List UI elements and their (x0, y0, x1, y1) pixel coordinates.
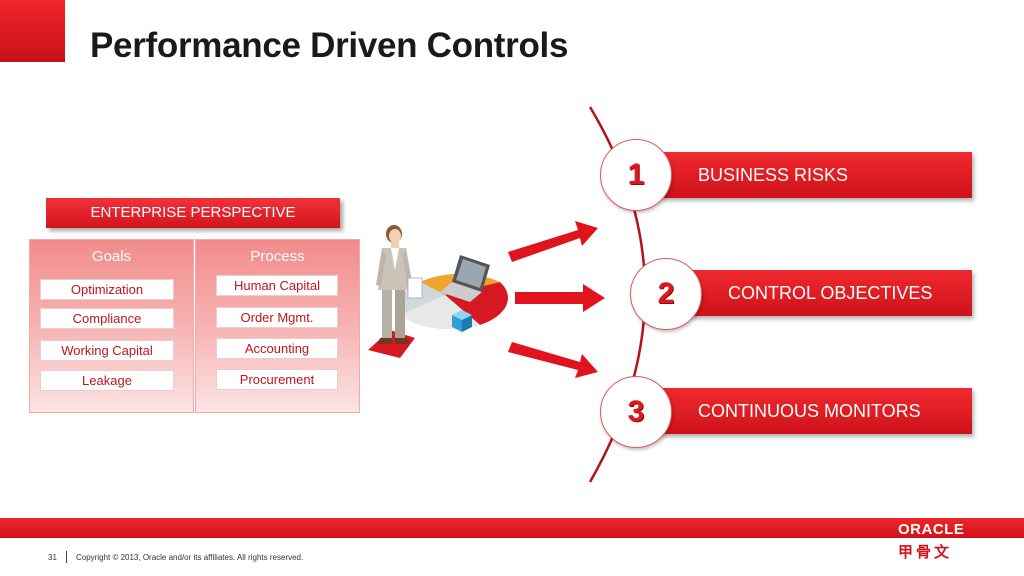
arrow-to-step-3-icon (508, 342, 598, 378)
cube-icon (452, 310, 472, 332)
step-label-continuous-monitors: CONTINUOUS MONITORS (698, 401, 921, 421)
businesswoman-icon (376, 225, 423, 344)
process-item-procurement: Procurement (216, 369, 338, 390)
process-title: Process (250, 248, 305, 265)
step-number-2-badge: 2 (630, 258, 702, 330)
process-item-order-mgmt: Order Mgmt. (216, 307, 338, 328)
oracle-logo: ORACLE (898, 521, 965, 538)
oracle-cjk-logo: 甲骨文 (898, 544, 953, 561)
step-bar-continuous-monitors: CONTINUOUS MONITORS (660, 388, 972, 434)
businesswoman-illustration (368, 225, 508, 358)
step-label-control-objectives: CONTROL OBJECTIVES (728, 283, 933, 303)
goal-item-compliance: Compliance (40, 308, 174, 329)
step-number-1-badge: 1 (600, 139, 672, 211)
footer-separator (66, 551, 67, 563)
process-item-accounting: Accounting (216, 338, 338, 359)
step-bar-business-risks: BUSINESS RISKS (660, 152, 972, 198)
goal-item-optimization: Optimization (40, 279, 174, 300)
slide-title: Performance Driven Controls (90, 26, 569, 65)
corner-accent-block (0, 0, 65, 62)
page-number: 31 (48, 553, 57, 562)
goal-item-working-capital: Working Capital (40, 340, 174, 361)
arrow-to-step-1-icon (508, 221, 598, 262)
process-item-human-capital: Human Capital (216, 275, 338, 296)
laptop-icon (440, 255, 490, 302)
arrow-to-step-2-icon (515, 284, 605, 312)
step-bar-control-objectives: CONTROL OBJECTIVES (690, 270, 972, 316)
copyright-text: Copyright © 2013, Oracle and/or its affi… (76, 553, 304, 562)
goal-item-leakage: Leakage (40, 370, 174, 391)
goals-title: Goals (91, 248, 132, 265)
arrows-group (508, 221, 605, 378)
footer-bar (0, 518, 1024, 538)
step-number-3-badge: 3 (600, 376, 672, 448)
enterprise-perspective-header: ENTERPRISE PERSPECTIVE (46, 198, 340, 228)
step-label-business-risks: BUSINESS RISKS (698, 165, 849, 185)
